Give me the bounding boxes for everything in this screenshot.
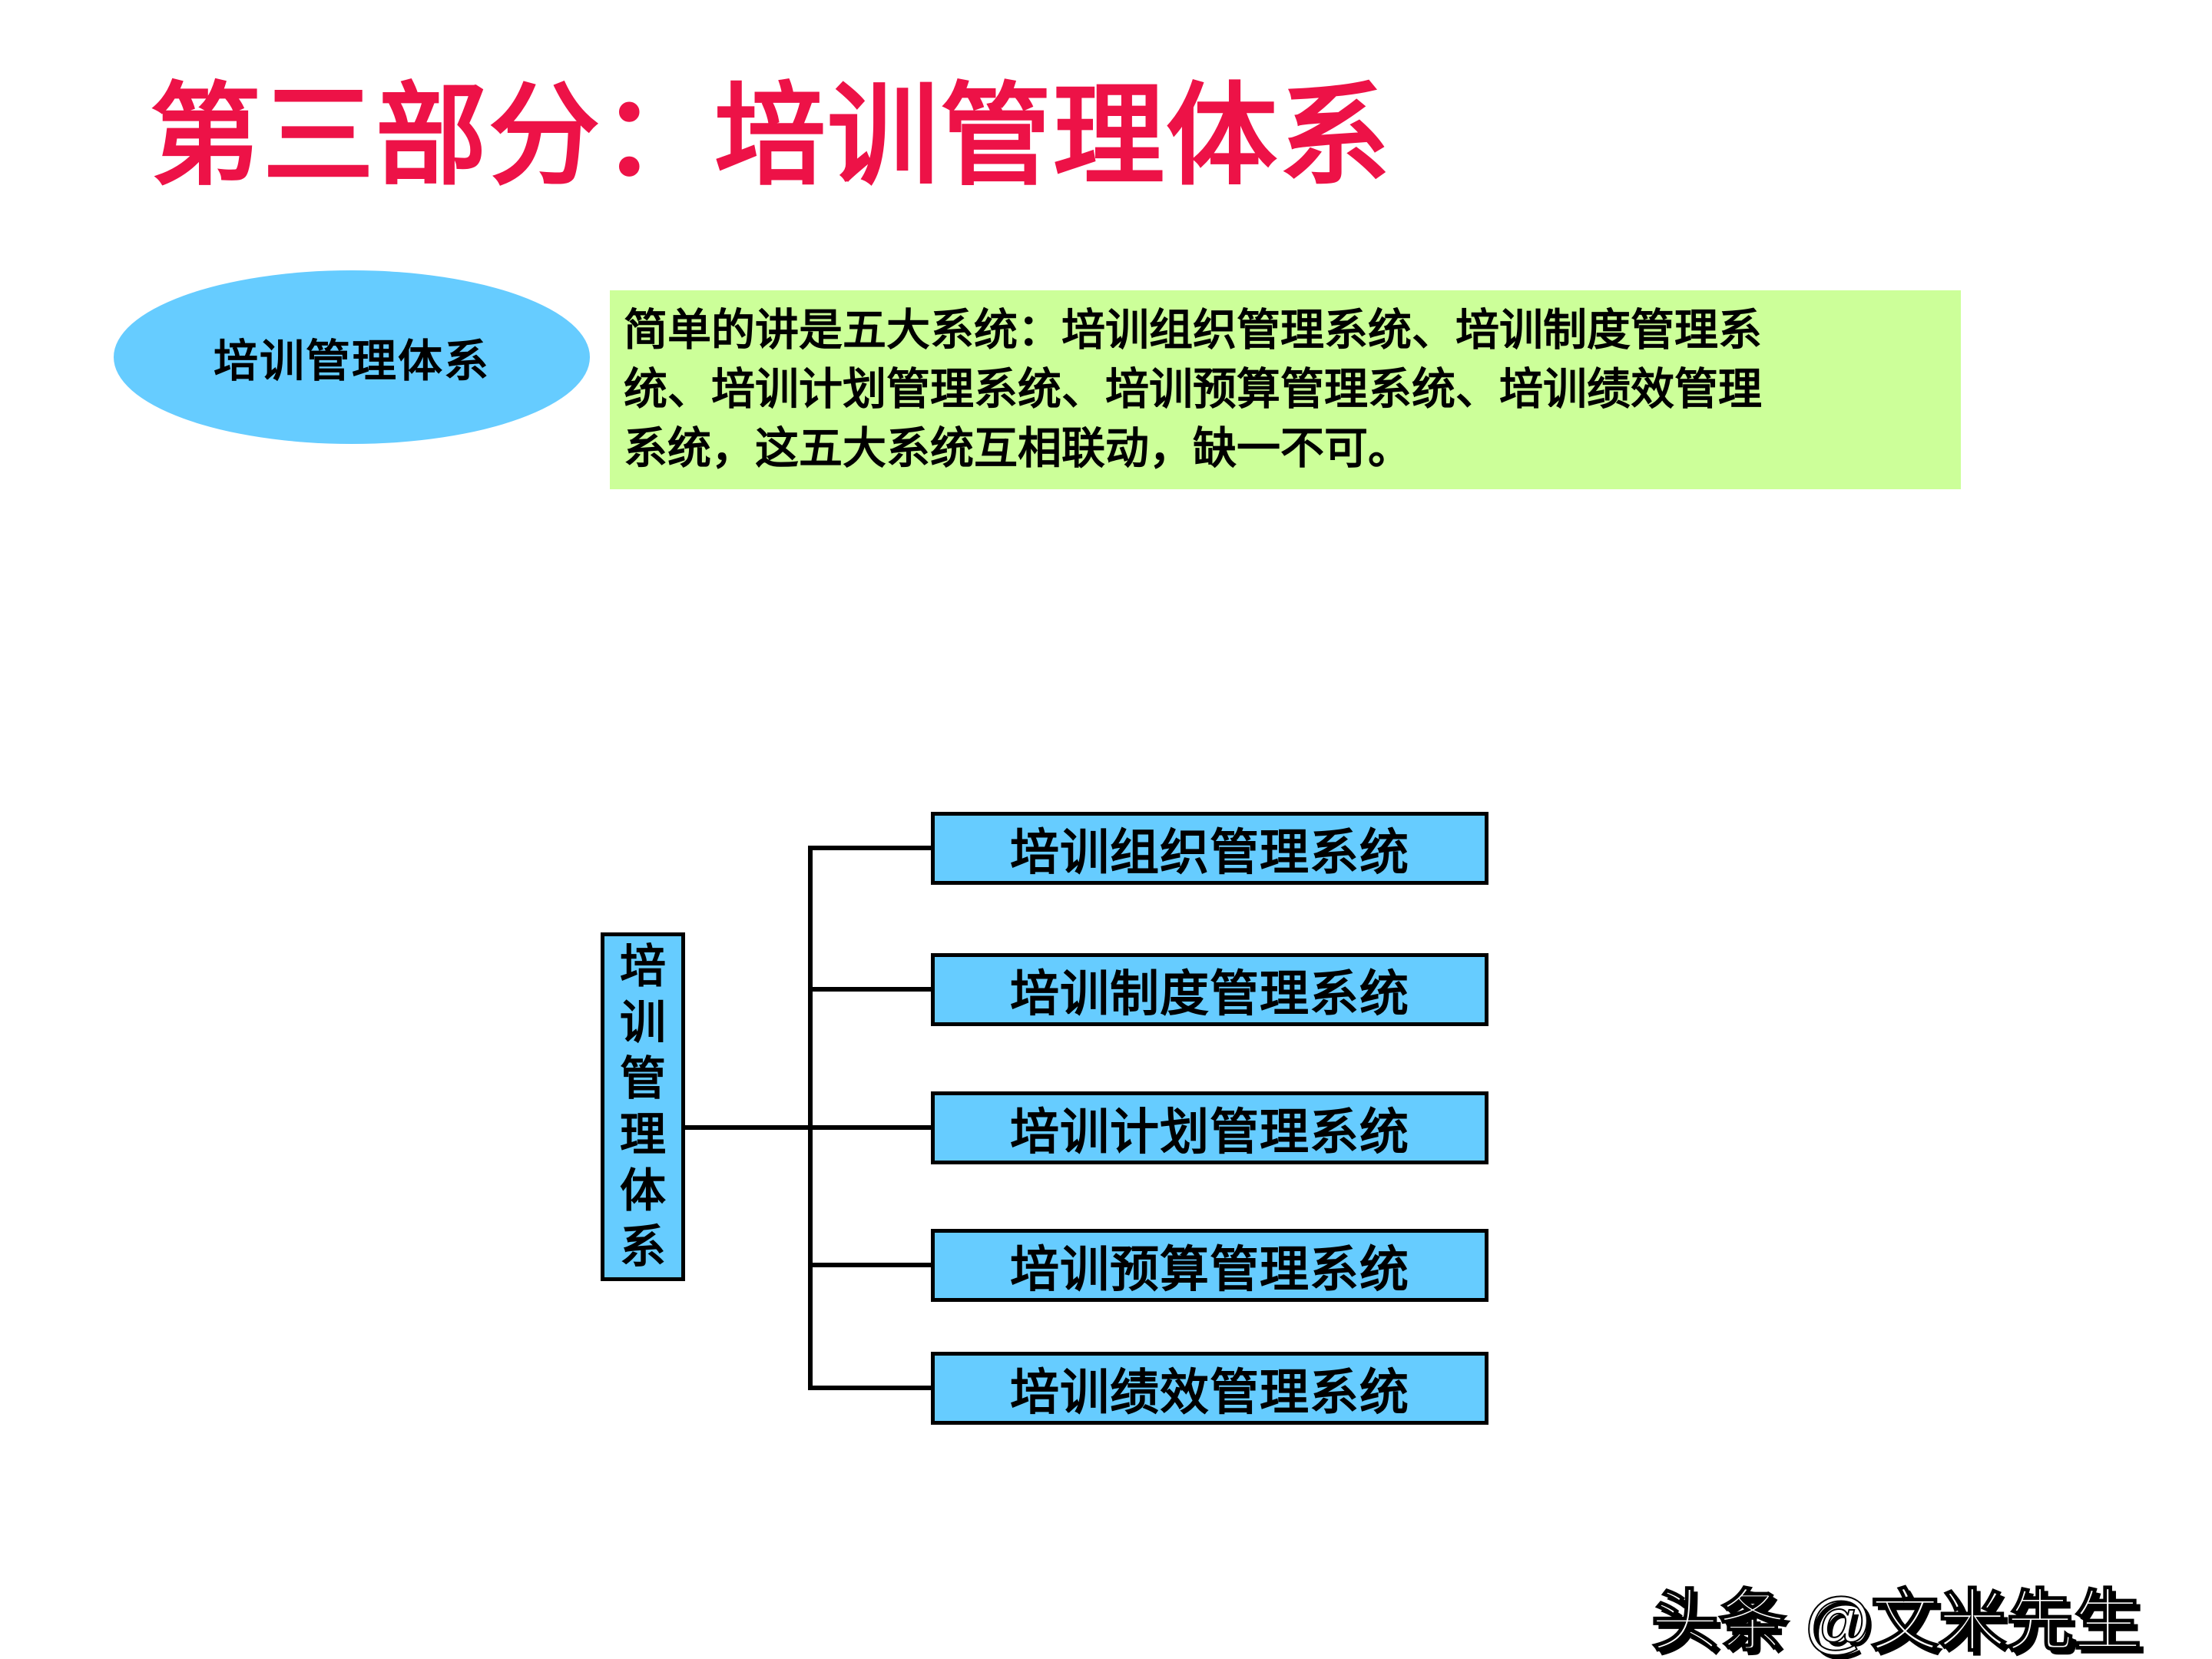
topic-ellipse: 培训管理体系 — [114, 270, 590, 444]
diagram-node-training-budget-system: 培训预算管理系统 — [931, 1229, 1488, 1302]
diagram-node-label: 培训预算管理系统 — [1010, 1241, 1409, 1297]
diagram-node-training-plan-system: 培训计划管理系统 — [931, 1091, 1488, 1164]
connector-branch-line-2 — [808, 987, 931, 992]
connector-branch-line-1 — [808, 846, 931, 850]
note-line: 统、培训计划管理系统、培训预算管理系统、培训绩效管理 — [624, 365, 1762, 414]
diagram-node-label: 培训绩效管理系统 — [1010, 1364, 1409, 1420]
diagram-node-label: 培训组织管理系统 — [1010, 824, 1409, 880]
diagram-node-training-performance-system: 培训绩效管理系统 — [931, 1352, 1488, 1425]
diagram-node-training-organization-system: 培训组织管理系统 — [931, 812, 1488, 885]
connector-branch-line-4 — [808, 1263, 931, 1267]
connector-trunk-line — [808, 846, 813, 1390]
slide-title: 第三部分：培训管理体系 — [150, 76, 1392, 199]
connector-root-branch-line-3 — [685, 1125, 931, 1130]
connector-branch-line-5 — [808, 1386, 931, 1390]
diagram-node-label: 培训计划管理系统 — [1010, 1104, 1409, 1160]
diagram-root-node: 培训管理体系 — [601, 932, 685, 1281]
watermark-text: 头条 @文米先生 — [1651, 1582, 2142, 1659]
diagram-root-label: 培训管理体系 — [620, 941, 666, 1273]
diagram-node-training-policy-system: 培训制度管理系统 — [931, 953, 1488, 1026]
topic-ellipse-label: 培训管理体系 — [213, 336, 490, 386]
note-box: 简单的讲是五大系统：培训组织管理系统、培训制度管理系 统、培训计划管理系统、培训… — [610, 290, 1961, 489]
diagram-node-label: 培训制度管理系统 — [1010, 965, 1409, 1022]
note-line: 系统，这五大系统互相联动，缺一不可。 — [624, 424, 1412, 473]
note-line: 简单的讲是五大系统：培训组织管理系统、培训制度管理系 — [624, 306, 1762, 355]
